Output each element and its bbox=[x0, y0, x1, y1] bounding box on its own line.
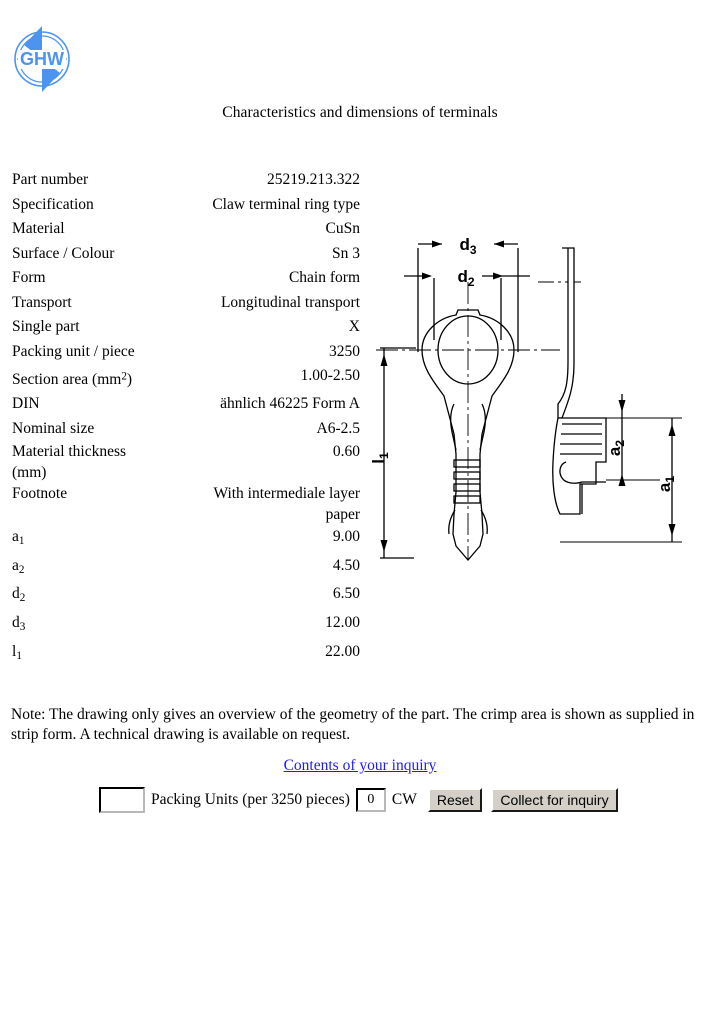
collect-for-inquiry-button[interactable]: Collect for inquiry bbox=[491, 788, 618, 812]
row-label: Transport bbox=[12, 293, 72, 311]
quantity-input[interactable] bbox=[355, 788, 386, 812]
row-label: a2 bbox=[12, 554, 192, 583]
row-label-text: a1 bbox=[12, 528, 25, 548]
row-label-text: d3 bbox=[12, 614, 26, 634]
row-label: Surface / Colour bbox=[12, 244, 115, 262]
packing-units-input[interactable] bbox=[99, 787, 145, 813]
dimension-label-d2: d2 bbox=[457, 267, 474, 289]
technical-drawing: d3 d2 l1 a2 a1 bbox=[369, 222, 715, 602]
ghw-logo-icon: GHW bbox=[14, 26, 70, 92]
table-row: Nominal size A6-2.5 bbox=[12, 417, 360, 442]
inquiry-form: Packing Units (per 3250 pieces) CW Reset… bbox=[99, 787, 618, 813]
table-row: Material CuSn bbox=[12, 217, 360, 242]
row-value: Chain form bbox=[288, 269, 360, 286]
ghw-logo-text: GHW bbox=[20, 49, 64, 69]
table-row: l1 22.00 bbox=[12, 640, 360, 669]
specifications-table: Part number 25219.213.322 Specification … bbox=[12, 168, 360, 668]
row-value: X bbox=[348, 318, 360, 335]
row-value: Claw terminal ring type bbox=[212, 195, 360, 213]
table-row: a2 4.50 bbox=[12, 554, 360, 583]
table-row: Form Chain form bbox=[12, 266, 360, 291]
row-label: Specification bbox=[12, 195, 94, 213]
table-row: Surface / Colour Sn 3 bbox=[12, 242, 360, 267]
table-row: Specification Claw terminal ring type bbox=[12, 193, 360, 218]
row-label: l1 bbox=[12, 640, 192, 669]
row-label: a1 bbox=[12, 525, 192, 554]
row-value: 1.00-2.50 bbox=[300, 367, 360, 384]
row-label: Part number bbox=[12, 171, 89, 188]
row-label: Single part bbox=[12, 318, 80, 335]
row-label-text: Section area (mm2) bbox=[12, 370, 133, 388]
row-label: Footnote bbox=[12, 485, 68, 503]
contents-of-inquiry-link[interactable]: Contents of your inquiry bbox=[283, 757, 437, 774]
row-label: Packing unit / piece bbox=[12, 342, 135, 360]
row-value: 0.60 bbox=[332, 443, 360, 461]
table-row: Footnote With intermediale layer paper bbox=[12, 483, 360, 525]
row-label: Form bbox=[12, 269, 46, 286]
currency-label: CW bbox=[391, 791, 417, 808]
packing-units-label: Packing Units (per 3250 pieces) bbox=[151, 791, 350, 808]
table-row: Single part X bbox=[12, 315, 360, 340]
dimension-label-l1: l1 bbox=[370, 452, 391, 464]
row-label: Section area (mm2) bbox=[12, 364, 192, 392]
table-row: Material thickness (mm) 0.60 bbox=[12, 441, 360, 483]
table-row: Part number 25219.213.322 bbox=[12, 168, 360, 193]
table-row: Section area (mm2) 1.00-2.50 bbox=[12, 364, 360, 392]
dimension-label-d3: d3 bbox=[459, 235, 476, 257]
dimension-label-a1: a1 bbox=[655, 476, 677, 492]
row-value: 25219.213.322 bbox=[267, 171, 360, 188]
row-label: Material bbox=[12, 220, 65, 237]
row-value: CuSn bbox=[325, 220, 360, 237]
ghw-logo: GHW bbox=[13, 22, 71, 96]
row-label: d2 bbox=[12, 582, 192, 611]
terminal-drawing-svg: d3 d2 l1 a2 a1 bbox=[369, 235, 682, 561]
row-label-text: a2 bbox=[12, 556, 25, 576]
row-label: d3 bbox=[12, 611, 192, 640]
row-value: With intermediale layer paper bbox=[213, 485, 360, 524]
drawing-note: Note: The drawing only gives an overview… bbox=[11, 706, 695, 743]
row-label: Nominal size bbox=[12, 419, 95, 437]
page-title: Characteristics and dimensions of termin… bbox=[222, 104, 498, 121]
table-row: DIN ähnlich 46225 Form A bbox=[12, 392, 360, 417]
row-value: Sn 3 bbox=[332, 244, 360, 262]
table-row: Transport Longitudinal transport bbox=[12, 291, 360, 316]
table-row: d2 6.50 bbox=[12, 582, 360, 611]
row-value: 12.00 bbox=[325, 614, 360, 631]
row-value: 3250 bbox=[329, 342, 360, 360]
row-label-text: d2 bbox=[12, 585, 26, 605]
row-label-text: l1 bbox=[12, 642, 22, 662]
row-value: 4.50 bbox=[332, 556, 360, 574]
row-value: ähnlich 46225 Form A bbox=[220, 395, 360, 413]
row-value: Longitudinal transport bbox=[220, 293, 360, 311]
table-row: a1 9.00 bbox=[12, 525, 360, 554]
reset-button[interactable]: Reset bbox=[427, 788, 483, 812]
row-value: A6-2.5 bbox=[316, 419, 360, 437]
dimension-label-a2: a2 bbox=[605, 440, 627, 456]
row-label: Material thickness (mm) bbox=[12, 443, 127, 482]
row-value: 6.50 bbox=[332, 585, 360, 603]
table-row: Packing unit / piece 3250 bbox=[12, 340, 360, 365]
table-row: d3 12.00 bbox=[12, 611, 360, 640]
row-label: DIN bbox=[12, 395, 40, 413]
row-value: 22.00 bbox=[325, 642, 360, 660]
row-value: 9.00 bbox=[332, 528, 360, 546]
